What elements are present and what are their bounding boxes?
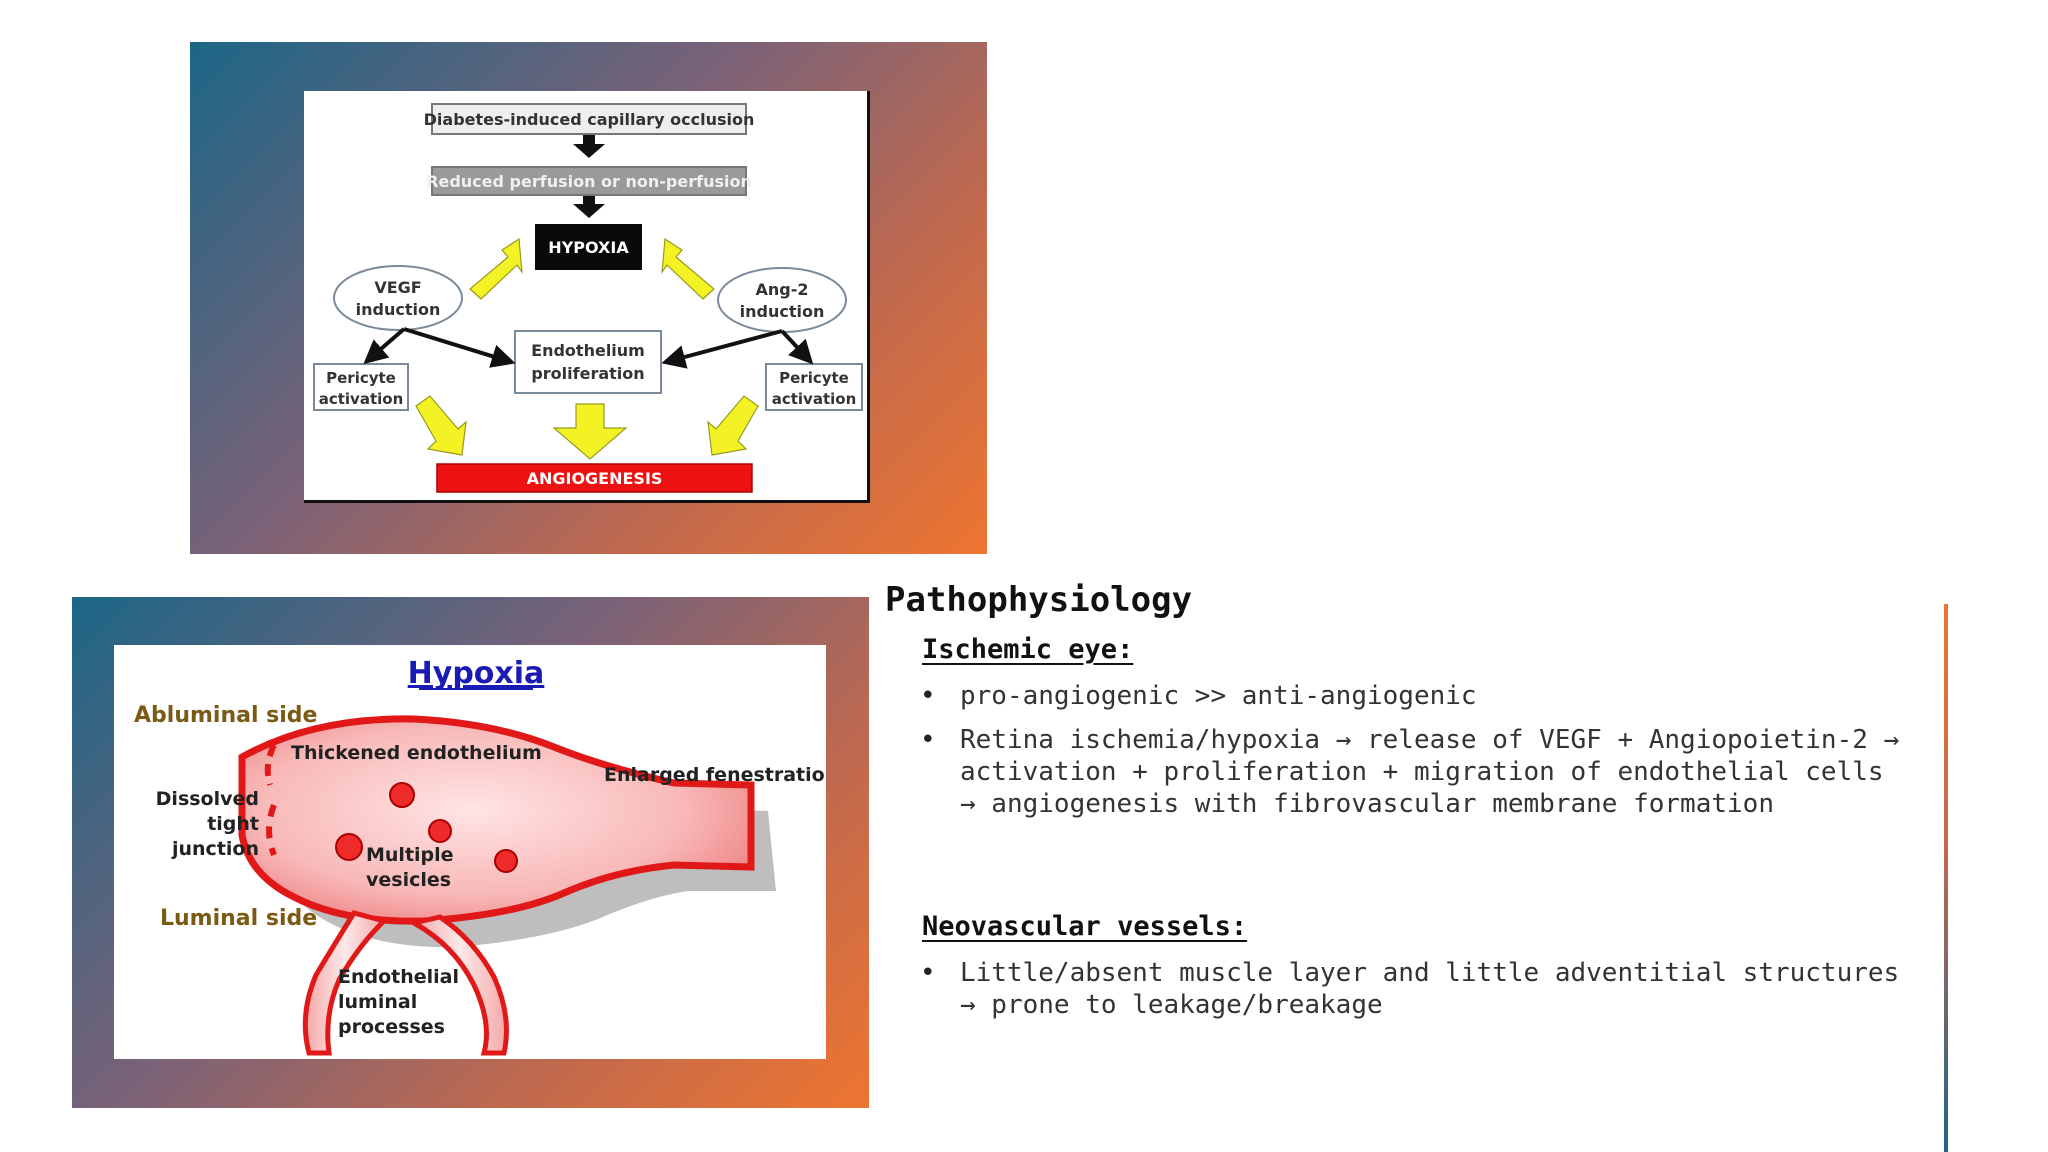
hypoxia-title: Hypoxia [408,656,545,691]
vesicle-4 [494,849,518,873]
list-item: pro-angiogenic >> anti-angiogenic [920,680,1900,712]
dissolved-label-3: junction [171,838,259,860]
vegf-label-2: induction [356,300,441,319]
perfusion-box [431,166,747,196]
dissolved-label-2: tight [207,813,259,835]
hypoxia-box [535,224,642,270]
pericyte-right-label-2: activation [772,390,857,408]
pericyte-left-box [313,363,409,411]
luminal-label: Luminal side [160,906,317,931]
endothelial-cell [238,715,755,925]
arrow-ang-pericyte [780,329,814,365]
pericyte-right-label-1: Pericyte [779,369,849,387]
processes-label-3: processes [338,1016,445,1038]
page-title: Pathophysiology [885,580,1193,620]
vesicle-3 [335,833,363,861]
yellow-arrow-left-top [469,237,523,300]
yellow-arrow-right-top [661,237,715,300]
neovascular-vessels-list: Little/absent muscle layer and little ad… [920,957,1900,1033]
ischemic-eye-title: Ischemic eye: [922,634,1134,665]
list-item: Little/absent muscle layer and little ad… [920,957,1900,1021]
pericyte-left-label-2: activation [319,390,404,408]
vessel-image: Hypoxia Abluminal side Thickened endothe… [114,645,826,1059]
yellow-arrow-left-bottom [415,395,467,456]
vegf-label-1: VEGF [374,278,421,297]
vesicle-1 [389,782,415,808]
processes-label-1: Endothelial [338,966,459,988]
down-arrow-1 [573,135,605,158]
endothelium-box [514,330,662,394]
accent-line [1944,604,1948,1152]
luminal-process-left [302,910,389,1056]
endothelium-label-1: Endothelium [531,341,645,360]
pericyte-left-label-1: Pericyte [326,369,396,387]
hypoxia-label: HYPOXIA [548,238,629,257]
down-arrow-2 [573,196,605,218]
endothelium-label-2: proliferation [531,364,644,383]
perfusion-label: Reduced perfusion or non-perfusion [426,172,752,191]
arrow-vegf-endo [403,327,516,368]
yellow-arrow-center [552,403,628,460]
vegf-ellipse [333,265,463,331]
neovascular-vessels-title: Neovascular vessels: [922,911,1248,942]
yellow-arrow-right-bottom [707,395,759,456]
angiogenesis-bar [436,463,753,493]
pericyte-right-box [765,363,863,411]
vesicles-label-2: vesicles [366,869,451,891]
processes-label-2: luminal [338,991,417,1013]
luminal-process-right [407,914,509,1056]
vesicle-2 [428,819,452,843]
dissolved-label-1: Dissolved [156,788,259,810]
junction-mark-bottom [266,803,277,857]
occlusion-box [431,103,747,135]
vessel-svg: Hypoxia Abluminal side Thickened endothe… [134,656,826,1056]
abluminal-label: Abluminal side [134,703,317,728]
junction-mark-top [264,743,277,786]
ang2-ellipse [717,267,847,333]
ang2-label-2: induction [740,302,825,321]
arrow-vegf-pericyte [363,327,406,365]
enlarged-label: Enlarged fenestration [604,764,826,786]
list-item: Retina ischemia/hypoxia → release of VEG… [920,724,1900,820]
angiogenesis-label: ANGIOGENESIS [527,469,663,488]
flowchart-image: Diabetes-induced capillary occlusion Red… [304,91,870,503]
ang2-label-1: Ang-2 [756,280,809,299]
occlusion-label: Diabetes-induced capillary occlusion [424,110,755,129]
vesicles-label-1: Multiple [366,844,454,866]
arrow-ang-endo [661,329,783,369]
ischemic-eye-list: pro-angiogenic >> anti-angiogenic Retina… [920,680,1900,832]
flowchart-svg: Diabetes-induced capillary occlusion Red… [313,103,863,493]
thickened-label: Thickened endothelium [291,742,542,764]
